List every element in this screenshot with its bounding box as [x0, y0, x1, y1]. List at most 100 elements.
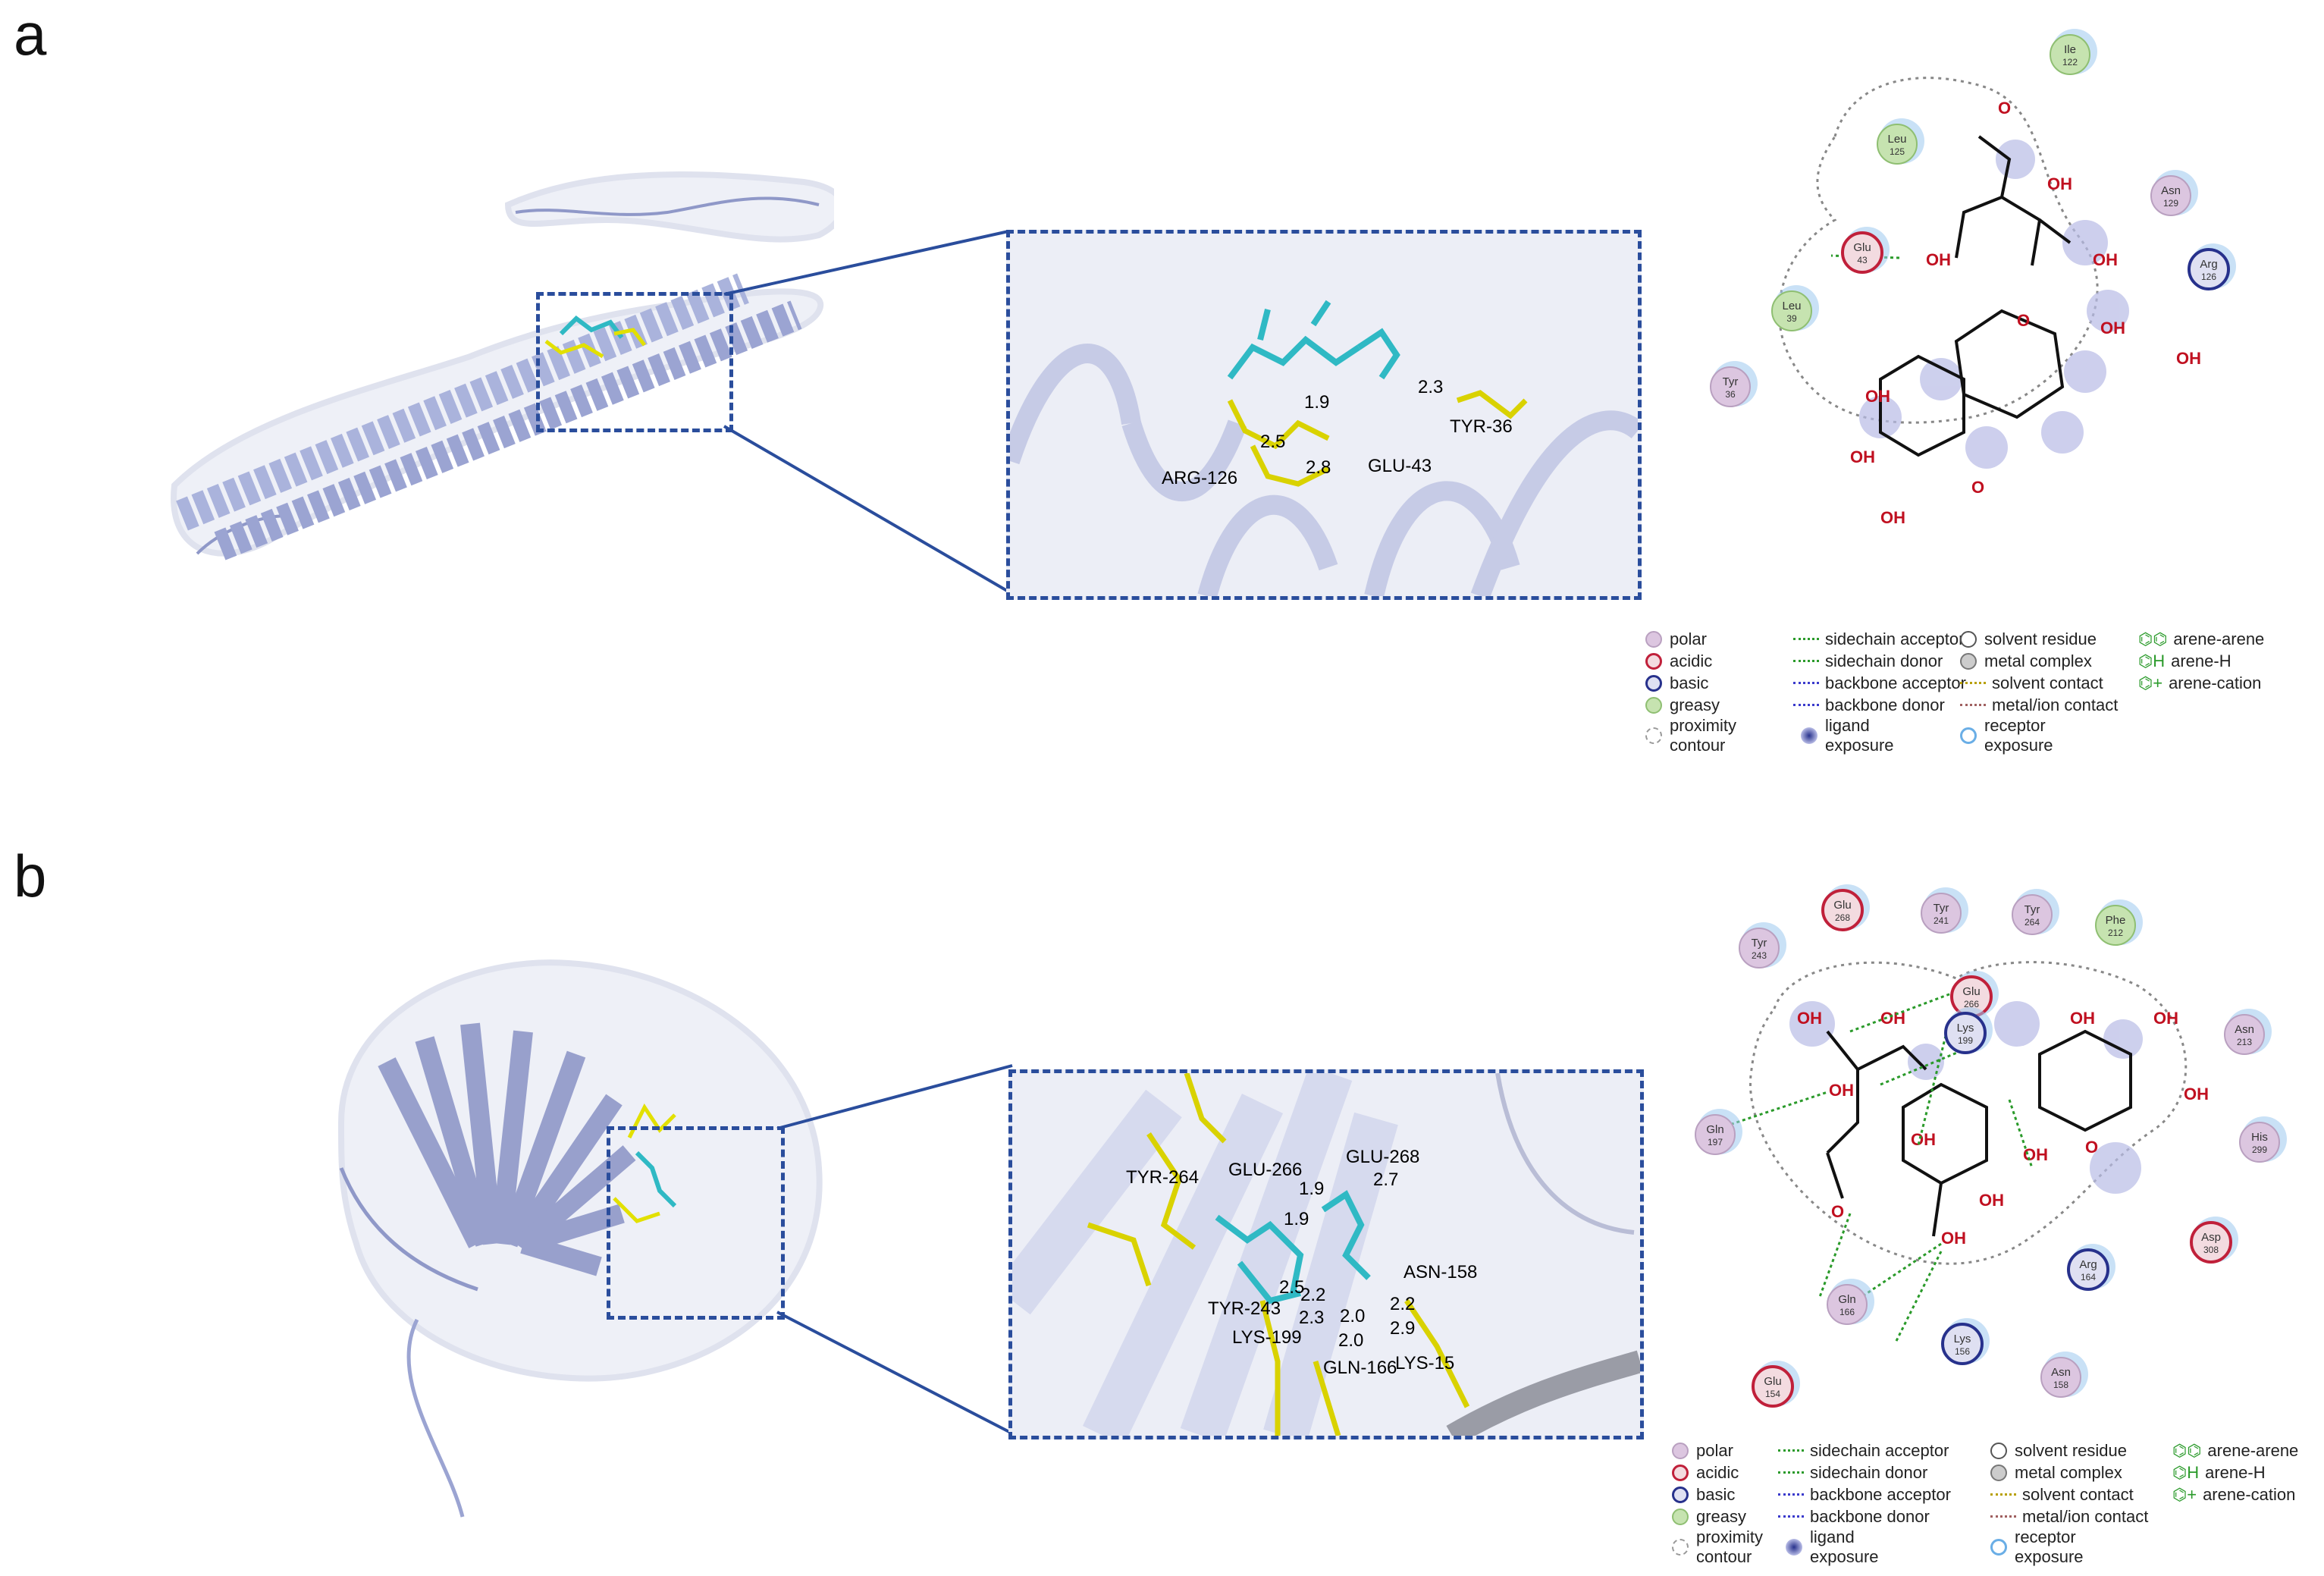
- residue-name: Glu: [1962, 985, 1980, 998]
- residue-number: 268: [1835, 912, 1850, 923]
- legend-label: arene-cation: [2169, 673, 2262, 692]
- distance-label: 2.3: [1418, 377, 1443, 397]
- legend-label: contour: [1696, 1547, 1752, 1566]
- legend-label: arene-cation: [2203, 1484, 2296, 1504]
- legend-label: ligand: [1825, 716, 1870, 735]
- zoom-structure-b: TYR-264 GLU-266 GLU-268 1.9 2.7 1.9 ASN-…: [1012, 1073, 1640, 1436]
- solvent-contact-line: [1960, 682, 1986, 684]
- residue-name: Lys: [1957, 1022, 1974, 1034]
- atom-label: O: [1831, 1202, 1844, 1221]
- interaction-map-a: O OH OH OH OH OH O O OH OH OH Ile122Leu1…: [1710, 29, 2236, 527]
- ligand-exposure-swatch: [1801, 727, 1817, 744]
- atom-label: OH: [1829, 1081, 1854, 1100]
- atom-label: OH: [1941, 1229, 1966, 1248]
- residue-name: Tyr: [1723, 375, 1739, 388]
- distance-label: 2.9: [1390, 1318, 1415, 1339]
- residue-name: Gln: [1838, 1293, 1855, 1306]
- residue-number: 266: [1964, 999, 1979, 1009]
- residue-label: ARG-126: [1162, 468, 1237, 488]
- greasy-swatch: [1672, 1508, 1689, 1525]
- receptor-exposure-swatch: [1960, 727, 1977, 744]
- legend-label: arene-H: [2171, 651, 2231, 670]
- legend-label: sidechain donor: [1825, 651, 1943, 670]
- residue-name: Leu: [1782, 300, 1801, 312]
- legend-label: arene-H: [2205, 1462, 2266, 1482]
- metal-ion-contact-line: [1990, 1515, 2016, 1518]
- atom-label: OH: [1911, 1130, 1936, 1149]
- sidechain-donor-line: [1793, 660, 1819, 662]
- residue-number: 125: [1890, 146, 1905, 157]
- residue-name: Arg: [2079, 1258, 2097, 1271]
- legend-label: exposure: [2015, 1547, 2084, 1566]
- zoom-box-a: 1.9 2.5 2.8 2.3 ARG-126 GLU-43 TYR-36: [1006, 230, 1642, 600]
- legend-label: acidic: [1696, 1462, 1739, 1482]
- legend-label: backbone acceptor: [1810, 1484, 1951, 1504]
- atom-label: OH: [2070, 1009, 2095, 1028]
- legend-label: backbone donor: [1825, 695, 1945, 714]
- legend-label: solvent contact: [1992, 673, 2103, 692]
- atom-label: OH: [1865, 387, 1890, 406]
- legend-label: proximity: [1696, 1527, 1764, 1546]
- zoom-box-b: TYR-264 GLU-266 GLU-268 1.9 2.7 1.9 ASN-…: [1008, 1069, 1644, 1439]
- legend-label: sidechain donor: [1810, 1462, 1928, 1482]
- legend-label: basic: [1670, 673, 1709, 692]
- backbone-donor-line: [1778, 1515, 1804, 1518]
- metal-complex-swatch: [1990, 1464, 2007, 1481]
- legend-label: proximity: [1670, 716, 1737, 735]
- atom-label: OH: [1880, 508, 1905, 527]
- arene-h-icon: ⌬H: [2138, 651, 2166, 670]
- atom-label: OH: [1850, 447, 1875, 466]
- residue-name: Phe: [2106, 914, 2126, 927]
- legend-label: receptor: [2015, 1527, 2076, 1546]
- proximity-contour-swatch: [1645, 727, 1662, 744]
- distance-label: 2.2: [1300, 1285, 1325, 1305]
- residue-number: 197: [1708, 1137, 1723, 1147]
- residue-number: 164: [2081, 1272, 2096, 1282]
- residue-name: Glu: [1853, 241, 1871, 254]
- connector-lines-b: [776, 1064, 1013, 1435]
- residue-name: Tyr: [1752, 937, 1767, 950]
- residue-label: TYR-36: [1450, 416, 1513, 437]
- solvent-residue-swatch: [1990, 1442, 2007, 1459]
- distance-label: 2.5: [1279, 1277, 1304, 1298]
- atom-label: O: [2017, 311, 2030, 330]
- panel-letter-b: b: [14, 843, 47, 909]
- atom-label: OH: [2100, 319, 2125, 337]
- residue-number: 308: [2203, 1245, 2219, 1255]
- acidic-swatch: [1672, 1464, 1689, 1481]
- ligand-exposure-swatch: [1786, 1539, 1802, 1556]
- legend-label: sidechain acceptor: [1825, 629, 1965, 648]
- ligand-sticks-a: [544, 316, 646, 359]
- residue-name: Glu: [1833, 899, 1851, 912]
- residue-number: 156: [1955, 1346, 1970, 1357]
- distance-label: 1.9: [1304, 392, 1329, 413]
- arene-arene-icon: ⌬⌬: [2138, 629, 2168, 648]
- legend-label: exposure: [1825, 736, 1894, 755]
- legend-label: basic: [1696, 1484, 1736, 1504]
- residue-name: Asn: [2161, 184, 2181, 197]
- legend-label: arene-arene: [2207, 1440, 2299, 1460]
- legend-label: solvent residue: [2015, 1440, 2127, 1460]
- legend-label: metal/ion contact: [1992, 695, 2119, 714]
- atom-label: OH: [2153, 1009, 2178, 1028]
- atom-label: OH: [2047, 174, 2072, 193]
- acidic-swatch: [1645, 652, 1662, 670]
- greasy-swatch: [1645, 696, 1662, 714]
- legend-label: sidechain acceptor: [1810, 1440, 1949, 1460]
- residue-name: Lys: [1954, 1333, 1971, 1345]
- distance-label: 2.8: [1306, 457, 1331, 478]
- residue-number: 129: [2163, 198, 2178, 209]
- residue-name: Leu: [1887, 133, 1906, 146]
- legend-label: backbone donor: [1810, 1506, 1930, 1526]
- residue-label: LYS-15: [1395, 1353, 1454, 1374]
- legend-label: polar: [1696, 1440, 1733, 1460]
